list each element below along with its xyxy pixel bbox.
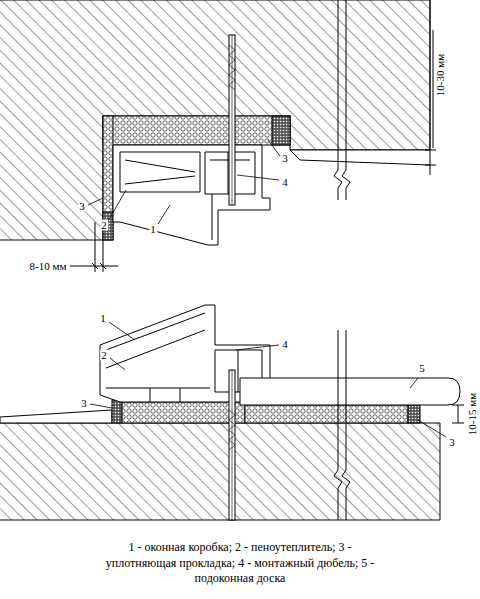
window-frame — [113, 145, 270, 245]
leader-lines — [88, 140, 280, 224]
plaster-slope — [290, 150, 430, 165]
foam-insulation — [245, 405, 408, 423]
callout-number: 8-10 мм — [29, 261, 68, 272]
callout-number: 4 — [281, 339, 289, 350]
dimension-label: 10-15 мм — [467, 392, 478, 436]
leader-lines — [90, 322, 446, 437]
outer-drip-sill — [0, 410, 112, 423]
callout-number: 3 — [80, 398, 88, 409]
anchor-dowel — [229, 370, 235, 520]
sill-wall — [0, 423, 440, 520]
anchor-dowel — [229, 35, 235, 205]
callout-number: 3 — [281, 153, 289, 164]
top-section — [0, 0, 436, 272]
sealing-strip — [112, 400, 122, 423]
sealing-strip — [272, 116, 290, 145]
callout-number: 2 — [100, 350, 108, 361]
callout-number: 4 — [281, 177, 289, 188]
bottom-section — [0, 305, 464, 520]
callout-number: 1 — [149, 224, 157, 235]
callout-number: 1 — [99, 313, 107, 324]
callout-number: 2 — [100, 220, 108, 231]
window-sill-board — [240, 378, 460, 405]
callout-number: 3 — [448, 437, 456, 448]
callout-number: 3 — [78, 201, 86, 212]
foam-insulation — [122, 402, 245, 423]
dimension-label: 10-30 мм — [435, 53, 446, 97]
figure-caption: 1 - оконная коробка; 2 - пеноутеплитель;… — [95, 540, 385, 587]
callout-number: 5 — [418, 363, 426, 374]
foam-insulation — [103, 116, 290, 145]
